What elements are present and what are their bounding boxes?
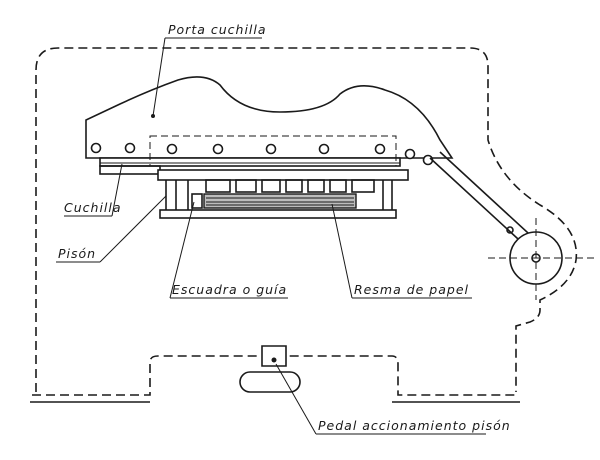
bolt-hole-4 [212, 143, 224, 155]
bolt-hole-2 [124, 142, 136, 154]
clamp-base [159, 209, 397, 219]
pedal-rod-pin [271, 357, 277, 363]
leader-lines [56, 37, 486, 435]
clamp [157, 169, 409, 181]
blade [99, 157, 401, 167]
label-paper-ream: Resma de papel [354, 282, 469, 297]
blade-holder-holes [90, 142, 434, 166]
paper-ream [203, 193, 357, 209]
label-pedal: Pedal accionamiento pisón [318, 418, 511, 433]
linkage-pivot [506, 226, 514, 234]
blade-dashed-region [149, 135, 397, 167]
bolt-hole-6 [318, 143, 330, 155]
bolt-hole-8 [404, 148, 416, 160]
bolt-hole-7 [374, 143, 386, 155]
label-blade: Cuchilla [64, 200, 122, 215]
label-blade-holder: Porta cuchilla [168, 22, 267, 37]
label-clamp: Pisón [58, 246, 96, 261]
pedal [239, 371, 301, 393]
linkage-arm-top [429, 157, 531, 251]
paper-ream-lines [206, 197, 354, 206]
bolt-hole-3 [166, 143, 178, 155]
clamp-fingers [205, 179, 375, 193]
bolt-hole-5 [265, 143, 277, 155]
blade-holder [85, 76, 454, 159]
pedal-rod [261, 345, 287, 367]
bolt-hole-1 [90, 142, 102, 154]
machine-frame-outline [35, 47, 578, 392]
linkage-arm-bottom [439, 151, 541, 245]
label-square-guide: Escuadra o guía [172, 282, 287, 297]
square-guide-block [191, 193, 203, 209]
blade-lower-edge [99, 165, 161, 175]
